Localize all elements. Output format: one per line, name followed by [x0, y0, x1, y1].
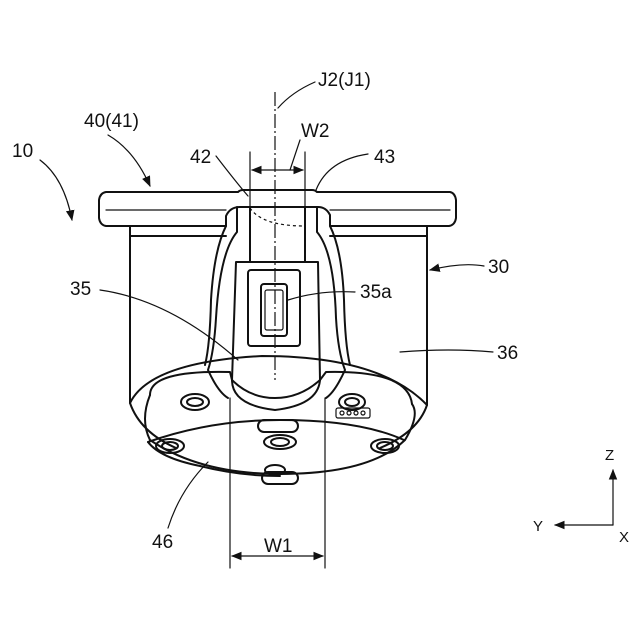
label-10: 10: [12, 141, 33, 162]
label-43: 43: [374, 147, 395, 168]
top-flange-plate: [99, 190, 456, 236]
label-42: 42: [190, 147, 211, 168]
leader-40-41: [108, 135, 150, 186]
leader-42: [216, 156, 248, 196]
leader-j2: [278, 82, 315, 108]
housing-body: [130, 236, 427, 448]
leader-30: [430, 265, 484, 270]
leader-43: [316, 154, 368, 190]
label-40-41: 40(41): [84, 111, 139, 132]
leader-10: [40, 160, 72, 220]
leader-36: [400, 350, 493, 352]
arm-35: [205, 207, 350, 410]
hidden-edge-42: [250, 208, 305, 258]
label-w2: W2: [301, 121, 330, 142]
axis-label-y: Y: [533, 518, 543, 535]
axis-label-z: Z: [605, 447, 614, 464]
leader-46: [168, 462, 208, 528]
axis-triad: Z Y X: [533, 447, 629, 546]
label-35: 35: [70, 279, 91, 300]
leader-35a: [288, 292, 355, 300]
base-plate-46: [145, 372, 415, 484]
label-w1: W1: [264, 536, 293, 557]
axis-label-x: X: [619, 529, 629, 546]
label-j2-j1: J2(J1): [318, 70, 371, 91]
label-46: 46: [152, 532, 173, 553]
dimension-w2: [250, 140, 305, 206]
label-30: 30: [488, 257, 509, 278]
label-36: 36: [497, 343, 518, 364]
label-35a: 35a: [360, 282, 392, 303]
